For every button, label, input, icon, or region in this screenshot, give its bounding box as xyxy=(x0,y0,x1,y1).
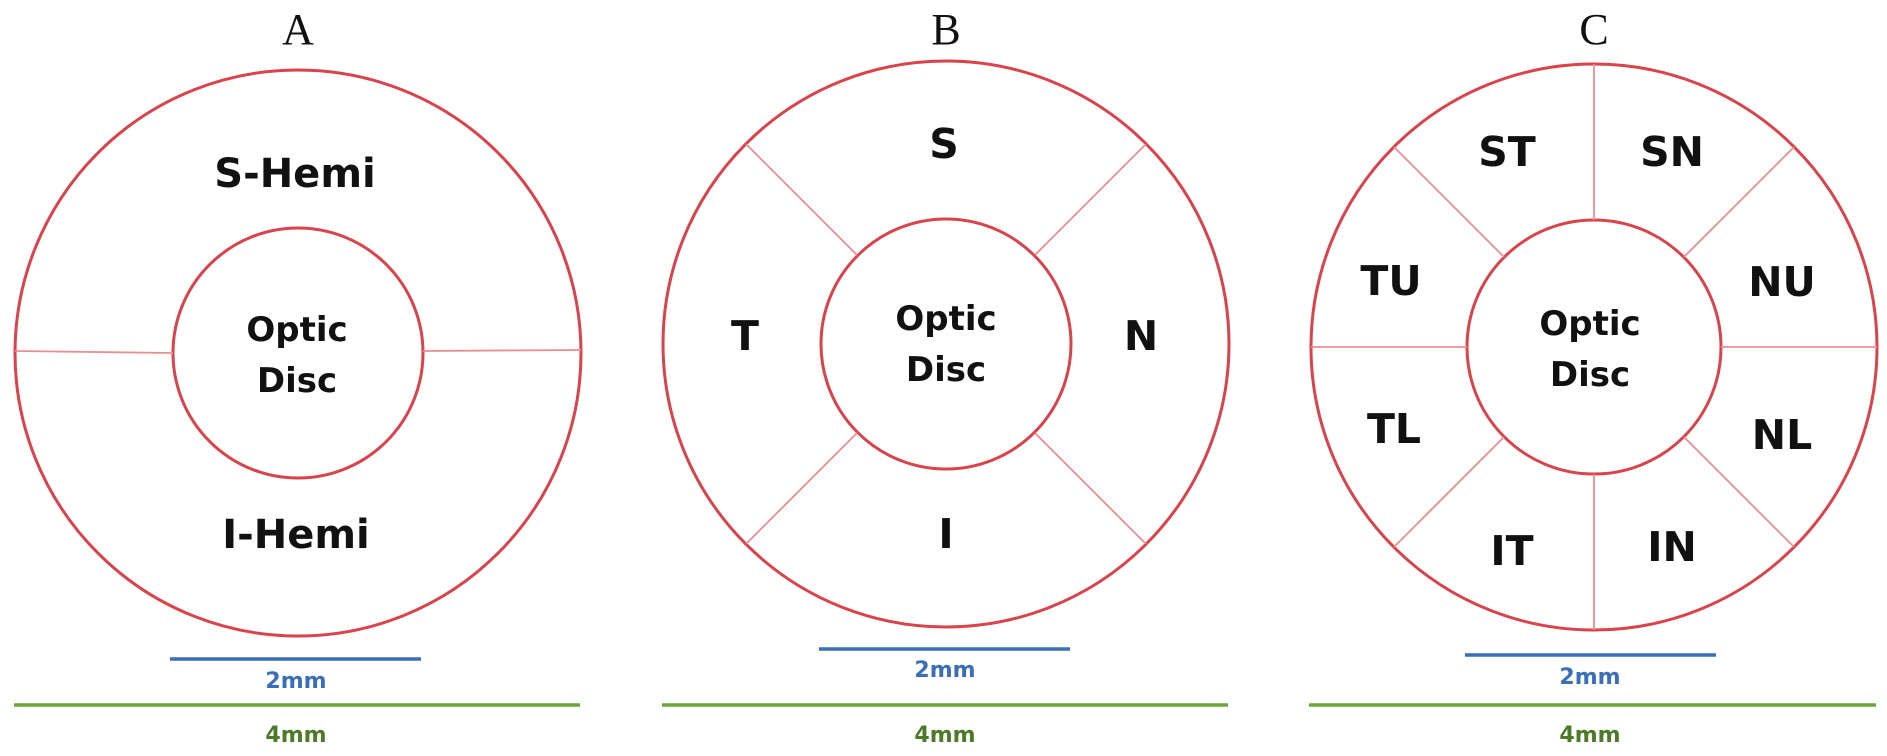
panel-a: A S-Hemi I-Hemi Optic Disc 2mm 4mm xyxy=(13,5,583,748)
panel-b-divider-lower-left xyxy=(745,432,858,545)
panel-a-divider-nasal xyxy=(422,349,582,352)
panel-c-scale-label-4mm: 4mm xyxy=(1559,723,1620,748)
panel-c-optic-disc-ring xyxy=(1465,218,1723,476)
panel-c-divider-lower-right xyxy=(1683,436,1795,548)
panel-a-title: A xyxy=(282,5,314,54)
region-s-hemi: S-Hemi xyxy=(214,151,375,197)
panel-a-disc-label-line2: Disc xyxy=(257,361,337,401)
panel-b-divider-lower-right xyxy=(1034,432,1147,545)
panel-b-scale-label-2mm: 2mm xyxy=(914,658,975,683)
panel-b-divider-upper-right xyxy=(1034,143,1147,256)
panel-b-disc-label-line1: Optic xyxy=(895,299,996,339)
panel-b: B S T N I Optic Disc 2mm 4mm xyxy=(661,5,1231,748)
region-nl: NL xyxy=(1752,411,1812,459)
panel-b-outer-ring xyxy=(661,59,1231,629)
panel-a-optic-disc-ring xyxy=(171,226,425,480)
region-n: N xyxy=(1124,312,1158,360)
panel-a-divider-temporal xyxy=(14,350,174,354)
panel-b-optic-disc-ring xyxy=(819,217,1073,471)
panel-b-scale-label-4mm: 4mm xyxy=(914,723,975,748)
panel-c-disc-label-line1: Optic xyxy=(1539,304,1640,344)
region-it: IT xyxy=(1490,527,1533,575)
panel-b-divider-upper-left xyxy=(745,143,858,256)
panel-c-scale-label-2mm: 2mm xyxy=(1559,665,1620,690)
region-s: S xyxy=(929,120,959,168)
panel-a-disc-label-line1: Optic xyxy=(246,310,347,350)
region-sn: SN xyxy=(1640,128,1704,176)
panel-a-outer-ring xyxy=(13,68,583,638)
panel-a-scale-label-2mm: 2mm xyxy=(265,669,326,694)
panel-c-divider-upper-right xyxy=(1683,146,1795,258)
panel-a-scale-label-4mm: 4mm xyxy=(265,723,326,748)
region-tl: TL xyxy=(1367,405,1421,453)
region-i-hemi: I-Hemi xyxy=(222,512,369,558)
region-tu: TU xyxy=(1360,257,1421,305)
region-st: ST xyxy=(1478,128,1536,176)
panel-c-divider-upper-left xyxy=(1393,146,1505,258)
region-in: IN xyxy=(1647,523,1697,571)
region-t: T xyxy=(731,312,759,360)
panel-b-title: B xyxy=(931,5,960,54)
panel-c-divider-lower-left xyxy=(1393,436,1505,548)
panel-c-title: C xyxy=(1579,5,1608,54)
panel-b-disc-label-line2: Disc xyxy=(906,350,986,390)
panel-c-disc-label-line2: Disc xyxy=(1550,355,1630,395)
panel-c: C ST SN TU NU TL NL IT IN Optic Disc 2mm… xyxy=(1309,5,1879,748)
region-nu: NU xyxy=(1748,258,1816,306)
region-i: I xyxy=(938,510,953,558)
